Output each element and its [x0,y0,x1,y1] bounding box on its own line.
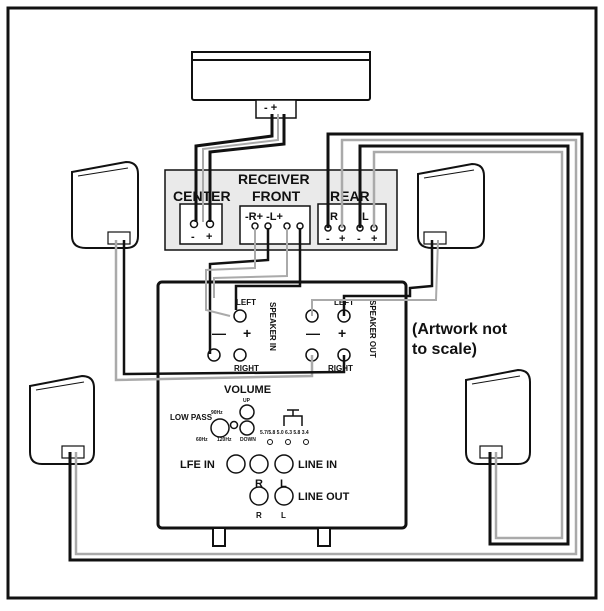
wire-front-l-black [234,228,302,310]
wire-rear-l-black [358,144,570,546]
wire-rear-r-gray [74,138,578,556]
line-out-label: LINE OUT [298,491,350,503]
speaker-in-label: SPEAKER IN [268,302,277,351]
line-out-r-jack[interactable] [249,486,269,506]
wire-front-l-gray [213,228,288,298]
mode-switch-icon [283,409,303,426]
rear-r-plus-label: + [339,233,345,245]
rear-r-label: R [330,211,338,223]
low-pass-120hz-label: 120Hz [217,437,232,443]
wires [68,114,584,562]
receiver-title: RECEIVER [238,171,310,187]
subwoofer: LEFT — + RIGHT SPEAKER IN LEFT — + RIGHT… [156,280,408,547]
front-right-speaker [417,162,485,249]
wire-front-r-gray [205,228,256,317]
line-in-label: LINE IN [298,459,337,471]
wire-rear-r-black [68,132,584,562]
mode-switch-position-2[interactable] [285,439,291,445]
speaker-in-plus-label: + [243,325,251,341]
speaker-in-left-label: LEFT [236,298,256,307]
volume-down-label: DOWN [240,437,256,443]
volume-label: VOLUME [224,384,271,396]
rear-r-minus-label: - [326,233,330,245]
wire-sub-out-right-gray [114,240,314,382]
subwoofer-foot-right [317,527,331,547]
line-in-l-label: L [280,478,287,490]
scale-note-line1: (Artwork not [412,321,508,338]
wire-rear-l-gray [372,150,564,540]
wire-center-dark [208,114,286,222]
low-pass-90hz-label: 90Hz [211,410,223,416]
receiver-panel: RECEIVER FRONT CENTER REAR - + -R+ -L+ R… [164,169,398,251]
subwoofer-foot-left [212,527,226,547]
rear-right-speaker [465,368,531,465]
center-terminal-box [179,203,223,245]
line-out-l-jack[interactable] [274,486,294,506]
center-terminal-minus [189,219,199,229]
line-in-l-jack[interactable] [274,454,294,474]
center-plus-label: + [206,231,212,243]
speaker-out-label: SPEAKER OUT [368,300,377,358]
receiver-front-label: FRONT [252,188,301,204]
line-in-r-jack[interactable] [249,454,269,474]
low-pass-label: LOW PASS [170,413,213,422]
wire-sub-out-left-gray [311,239,439,316]
speaker-out-plus-label: + [338,325,346,341]
center-minus-label: - [191,231,195,243]
speaker-in-right-terminal [233,348,247,362]
rear-left-speaker [29,374,95,465]
speaker-in-left-terminal [233,309,247,323]
volume-down-knob[interactable] [239,420,255,436]
speaker-in-minus-label: — [212,325,226,341]
speaker-out-right-label: RIGHT [328,364,353,373]
power-indicator [229,420,239,430]
receiver-rear-label: REAR [330,188,370,204]
front-left-speaker [71,160,139,249]
center-speaker: - + [191,51,371,119]
wire-center-black [194,114,274,222]
front-terminals-label: -R+ -L+ [245,211,283,223]
wire-sub-out-right-black [122,240,346,376]
lfe-in-label: LFE IN [180,459,215,471]
line-out-r-label: R [256,511,262,520]
low-pass-60hz-label: 60Hz [196,437,208,443]
line-in-r-label: R [255,478,263,490]
line-out-l-label: L [281,511,286,520]
rear-l-plus-label: + [371,233,377,245]
rear-l-label: L [362,211,369,223]
speaker-in-right-label: RIGHT [234,364,259,373]
wire-front-r-black [208,228,270,354]
mode-switch-position-1[interactable] [267,439,273,445]
volume-up-label: UP [243,398,251,404]
center-speaker-terminal-plate [255,99,297,119]
volume-up-knob[interactable] [239,404,255,420]
mode-switch-labels: 5.7/5.8 5.0 6.3 5.8 3.4 [260,430,309,436]
lfe-in-jack[interactable] [226,454,246,474]
receiver-center-label: CENTER [173,188,231,204]
outer-border [6,6,598,600]
mode-switch-position-3[interactable] [303,439,309,445]
speaker-out-minus-label: — [306,325,320,341]
wire-center-gray [202,114,279,222]
rear-l-minus-label: - [357,233,361,245]
center-speaker-terminals-label: - + [264,102,277,114]
low-pass-knob[interactable] [210,418,230,438]
scale-note-line2: to scale) [412,341,477,358]
